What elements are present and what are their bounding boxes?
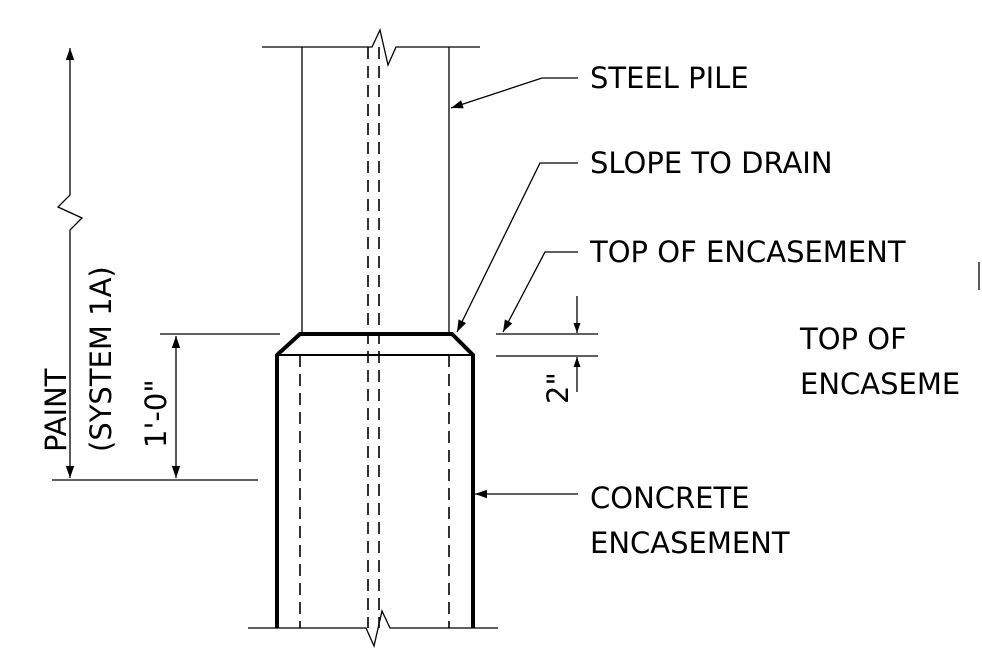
steel-pile <box>262 28 480 628</box>
one-foot-label: 1'-0" <box>139 379 173 448</box>
concrete-encasement-label-2: ENCASEMENT <box>590 526 790 560</box>
slope-to-drain-label: SLOPE TO DRAIN <box>590 146 833 180</box>
slope-to-drain-leader <box>456 162 578 333</box>
concrete-encasement <box>248 332 498 649</box>
paint-extent-line <box>56 48 84 478</box>
steel-pile-label: STEEL PILE <box>590 61 749 95</box>
concrete-encasement-label-1: CONCRETE <box>590 481 750 515</box>
top-of-encasement-leader <box>502 251 578 333</box>
paint-label: PAINT <box>39 368 73 452</box>
top-of-encasement-label: TOP OF ENCASEMENT <box>589 235 906 269</box>
two-inch-label: 2" <box>541 372 575 404</box>
top-of-encasement-cut-label-2: ENCASEME <box>800 367 960 401</box>
callouts: STEEL PILE SLOPE TO DRAIN TOP OF ENCASEM… <box>450 61 980 560</box>
bottom-break-line <box>248 609 498 649</box>
paint-dimension: PAINT (SYSTEM 1A) <box>39 48 258 481</box>
top-of-encasement-cut-label-1: TOP OF <box>799 322 907 356</box>
steel-pile-leader <box>450 77 578 109</box>
top-break-line <box>262 28 480 68</box>
paint-system-label: (SYSTEM 1A) <box>84 266 118 452</box>
two-inch-dimension: 2" <box>496 296 598 404</box>
encasement-outline <box>275 332 475 628</box>
one-foot-dimension: 1'-0" <box>139 333 280 478</box>
